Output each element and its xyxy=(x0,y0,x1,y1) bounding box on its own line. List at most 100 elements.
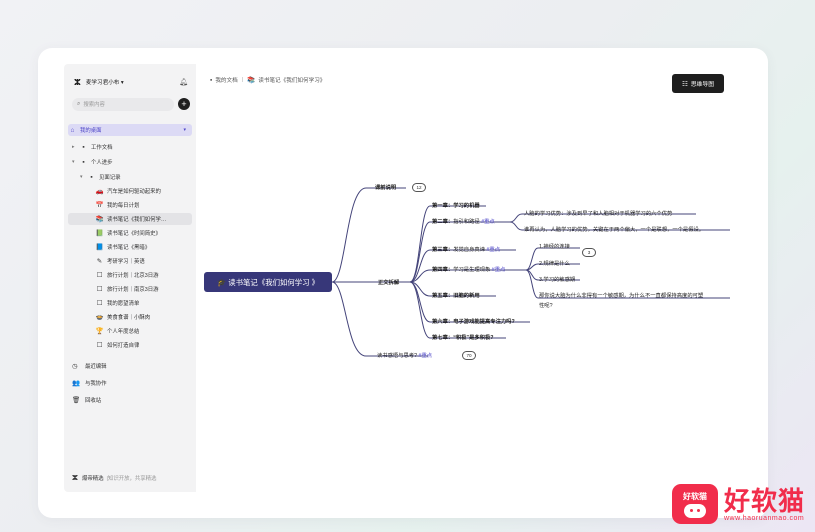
sidebar-item-label: 个人年度总结 xyxy=(107,329,140,335)
sidebar-item-label: 汽车是如何驱动起来的 xyxy=(107,189,161,195)
tag-important[interactable]: #重点 xyxy=(481,219,495,225)
sidebar-item-label: 读书笔记《我们如何学… xyxy=(107,217,167,223)
brand-name: 爆帝精选 xyxy=(81,476,104,482)
sidebar-item-doc[interactable]: 📅 我的每日计划 xyxy=(68,199,192,211)
sidebar-item-label: 回收站 xyxy=(85,398,102,404)
mindmap-detail[interactable]: 2.规律是什么 xyxy=(539,261,570,267)
tag-important[interactable]: #重点 xyxy=(486,247,501,253)
mindmap-detail-cont: 性呢? xyxy=(539,303,553,309)
sidebar: ⵣ 麦学习君小布 ▾ 🔔︎ ⌕ 搜索内容 + ⌂ 我的桌面 ▾ ▸ ▪ 工作文档… xyxy=(64,64,196,492)
sidebar-recent[interactable]: ◷ 最近编辑 xyxy=(72,360,107,372)
sidebar-shared[interactable]: 👥 与我协作 xyxy=(72,377,107,389)
sidebar-item-doc[interactable]: 🍲 美食食谱｜小酥肉 xyxy=(68,311,192,323)
breadcrumb-root[interactable]: 我的文档 xyxy=(215,78,238,84)
collapsed-count-badge[interactable]: 3 xyxy=(582,248,596,257)
mindmap-connectors xyxy=(331,187,730,357)
mindmap-root-node[interactable]: 🎓 读书笔记《我们如何学习 》 xyxy=(204,272,332,292)
users-icon: 👥 xyxy=(72,380,81,387)
sidebar-item-label: 旅行计划｜南京3日游 xyxy=(107,287,159,293)
sidebar-item-doc[interactable]: 🏆 个人年度总结 xyxy=(68,325,192,337)
sidebar-item-label: 工作文档 xyxy=(91,145,113,151)
brand-slogan: |知识开放，共享精选 xyxy=(106,476,157,482)
watermark-badge-text: 好软猫 xyxy=(682,491,707,501)
add-button[interactable]: + xyxy=(178,98,190,110)
brand-logo-icon: ⵣ xyxy=(72,475,78,482)
caret-down-icon[interactable]: ▾ xyxy=(72,159,75,165)
tag-important[interactable]: #重点 xyxy=(418,353,433,359)
food-icon: 🍲 xyxy=(95,314,104,321)
breadcrumb-current: 读书笔记《我们如何学习》 xyxy=(258,78,326,84)
book-icon: 📘 xyxy=(95,244,104,251)
bell-icon[interactable]: 🔔︎ xyxy=(179,79,188,86)
sidebar-item-doc[interactable]: ☐ 如何打造自律 xyxy=(68,339,192,351)
sidebar-item-label: 我的每日计划 xyxy=(107,203,140,209)
branch-label: 读书感悟与思考? xyxy=(377,353,418,359)
chapter-title: 第四章： xyxy=(432,267,454,273)
folder-icon: ▪ xyxy=(82,158,85,166)
sidebar-item-desktop[interactable]: ⌂ 我的桌面 ▾ xyxy=(68,124,192,136)
mindmap-chapter-5[interactable]: 第五章：旧脑的新用 xyxy=(432,293,480,299)
sidebar-item-label: 美食食谱｜小酥肉 xyxy=(107,315,151,321)
sidebar-item-doc[interactable]: ☐ 旅行计划｜北京3日游 xyxy=(68,269,192,281)
mindmap-chapter-4[interactable]: 第四章：学习是生理现象 #重点 xyxy=(432,265,505,273)
mindmap-chapter-1[interactable]: 第一章：学习的机器 xyxy=(432,203,480,209)
sidebar-item-label: 旅行计划｜北京3日游 xyxy=(107,273,159,279)
chevron-down-icon[interactable]: ▾ xyxy=(183,127,186,133)
mindmap-branch-reflection[interactable]: 读书感悟与思考? #重点 xyxy=(377,351,432,359)
mindmap-canvas: 🎓 读书笔记《我们如何学习 》 课前说明 12 正文拆解 读书感悟与思考? #重… xyxy=(196,110,736,410)
search-icon: ⌕ xyxy=(77,100,81,107)
workspace-switcher[interactable]: 麦学习君小布 ▾ xyxy=(85,80,124,86)
mindmap-detail[interactable]: 那你说大脑为什么非得有一个敏感期，为什么不一直都保持高度的可塑 xyxy=(539,293,704,299)
mindmap-chapter-2[interactable]: 第二章：指引和路径 #重点 xyxy=(432,217,495,225)
mindmap-chapter-3[interactable]: 第三章：发觉自身真谛 #重点 xyxy=(432,245,500,253)
sidebar-item-label: 我的桌面 xyxy=(80,128,102,134)
mindmap-detail[interactable]: 人脑的学习优势：涉及到早了和人脑相对于机器学习的六个优势 xyxy=(524,211,673,217)
sidebar-item-doc[interactable]: ✎ 考研学习｜英语 xyxy=(68,255,192,267)
search-input[interactable]: ⌕ 搜索内容 xyxy=(72,97,174,111)
sidebar-item-doc[interactable]: 📘 读书笔记《黑暗》 xyxy=(68,241,192,253)
chapter-body: 指引和路径 xyxy=(453,219,480,225)
mindmap-button-label: 思维导图 xyxy=(690,82,715,88)
sidebar-item-doc[interactable]: 📗 读书笔记《时间简史》 xyxy=(68,227,192,239)
sidebar-header: ⵣ 麦学习君小布 ▾ 🔔︎ xyxy=(74,76,188,88)
watermark-title: 好软猫 xyxy=(723,485,805,516)
site-watermark: 好软猫 好软猫 www.haoruanmao.com xyxy=(671,484,805,524)
mindmap-branch-intro[interactable]: 课前说明 xyxy=(375,185,397,191)
document-icon: ☐ xyxy=(96,342,103,349)
mindmap-detail[interactable]: 3.学习的敏感期 xyxy=(539,277,576,283)
mindmap-detail[interactable]: 1.神经的连接 xyxy=(539,244,570,250)
mindmap-view-button[interactable]: ☷ 思维导图 xyxy=(672,74,724,93)
collapsed-count-badge[interactable]: 70 xyxy=(462,351,476,360)
app-logo-icon: ⵣ xyxy=(74,77,81,87)
sidebar-item-meeting-notes[interactable]: ▾ ▪ 见面记录 xyxy=(68,171,192,183)
books-icon: 📚 xyxy=(247,77,256,84)
mindmap-detail[interactable]: 谁再认为，人脑学习的优势，关键在于两个偏大，一个是联想，一个是假设。 xyxy=(524,227,705,233)
sidebar-item-doc-active[interactable]: 📚 读书笔记《我们如何学… xyxy=(68,213,192,225)
chapter-title: 第二章： xyxy=(432,219,454,225)
search-row: ⌕ 搜索内容 + xyxy=(72,97,190,111)
mindmap-branch-main[interactable]: 正文拆解 xyxy=(378,280,400,286)
sidebar-item-personal-growth[interactable]: ▾ ▪ 个人进步 xyxy=(68,156,192,168)
sidebar-item-doc[interactable]: ☐ 我的愿望清单 xyxy=(68,297,192,309)
home-icon: ⌂ xyxy=(70,126,75,134)
collapsed-count-badge[interactable]: 12 xyxy=(412,183,426,192)
folder-icon: ▪ xyxy=(82,143,85,151)
mindmap-chapter-7[interactable]: 第七章：“积极”是多积极? xyxy=(432,335,494,341)
sidebar-trash[interactable]: 🗑 回收站 xyxy=(72,394,101,406)
breadcrumb: ▪ 我的文档 | 📚 读书笔记《我们如何学习》 xyxy=(210,76,326,85)
chapter-body: 发觉自身真谛 xyxy=(453,247,485,253)
mindmap-chapter-6[interactable]: 第六章：电子游戏能提高专注力吗? xyxy=(432,319,515,325)
sidebar-item-label: 与我协作 xyxy=(85,381,107,387)
watermark-url: www.haoruanmao.com xyxy=(723,514,805,522)
caret-right-icon[interactable]: ▸ xyxy=(72,144,75,150)
document-icon: ☐ xyxy=(96,272,103,279)
caret-down-icon[interactable]: ▾ xyxy=(80,174,83,180)
document-icon: ☐ xyxy=(96,286,103,293)
sidebar-item-doc[interactable]: 🚗 汽车是如何驱动起来的 xyxy=(68,185,192,197)
folder-icon: ▪ xyxy=(90,173,93,181)
tag-important[interactable]: #重点 xyxy=(491,267,506,273)
trash-icon: 🗑 xyxy=(72,397,81,404)
sidebar-item-label: 最近编辑 xyxy=(85,364,107,370)
sidebar-item-work-docs[interactable]: ▸ ▪ 工作文档 xyxy=(68,141,192,153)
sidebar-item-doc[interactable]: ☐ 旅行计划｜南京3日游 xyxy=(68,283,192,295)
